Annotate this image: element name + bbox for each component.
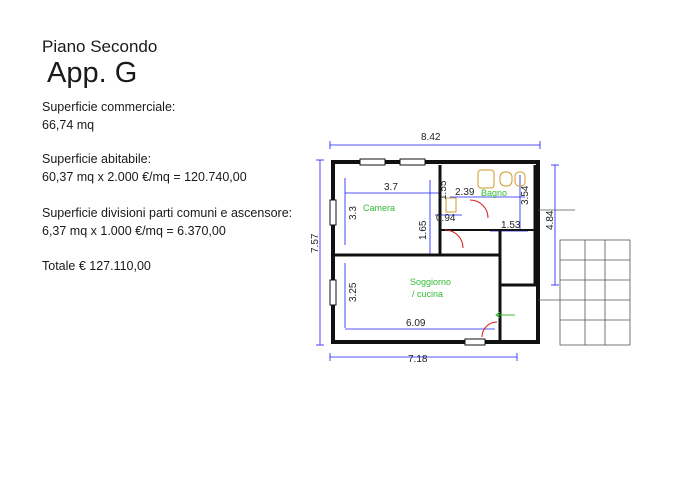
habitable-area-label: Superficie abitabile: (42, 152, 152, 166)
dim-155: 1.55 (438, 180, 449, 200)
stairwell (538, 209, 631, 346)
dim-094: 0.94 (436, 213, 456, 224)
common-area-value: 6,37 mq x 1.000 €/mq = 6.370,00 (42, 224, 226, 238)
dim-camera-width: 3.7 (384, 182, 398, 193)
dim-living-width: 6.09 (406, 318, 426, 329)
commercial-area-label: Superficie commerciale: (42, 100, 176, 114)
dim-camera-height: 3.3 (348, 206, 359, 220)
dim-bottom-width: 7.18 (408, 354, 428, 365)
dim-153: 1.53 (501, 220, 521, 231)
dim-top-width: 8.42 (421, 132, 441, 143)
entrance-arrow (495, 311, 515, 319)
dimension-lines (316, 141, 559, 361)
floor-title: Piano Secondo (42, 37, 158, 56)
dim-239: 2.39 (455, 187, 475, 198)
dim-living-height: 3.25 (348, 282, 359, 302)
bathroom-fixtures (445, 169, 526, 213)
commercial-area-value: 66,74 mq (42, 118, 95, 132)
dim-hall-height: 1.65 (418, 220, 429, 240)
door-swings (444, 199, 498, 338)
dim-354: 3.54 (520, 185, 531, 205)
room-camera: Camera (363, 203, 395, 213)
room-living-1: Soggiorno (410, 277, 451, 287)
total-price: Totale € 127.110,00 (42, 259, 151, 273)
room-bagno: Bagno (481, 188, 507, 198)
dim-right-height: 4.84 (545, 210, 556, 230)
dim-left-height: 7.57 (310, 233, 321, 253)
windows (329, 158, 486, 346)
walls (331, 160, 540, 344)
habitable-area-value: 60,37 mq x 2.000 €/mq = 120.740,00 (42, 170, 247, 184)
common-area-label: Superficie divisioni parti comuni e asce… (42, 206, 293, 220)
room-living-2: / cucina (412, 289, 443, 299)
apartment-title: App. G (47, 57, 138, 89)
